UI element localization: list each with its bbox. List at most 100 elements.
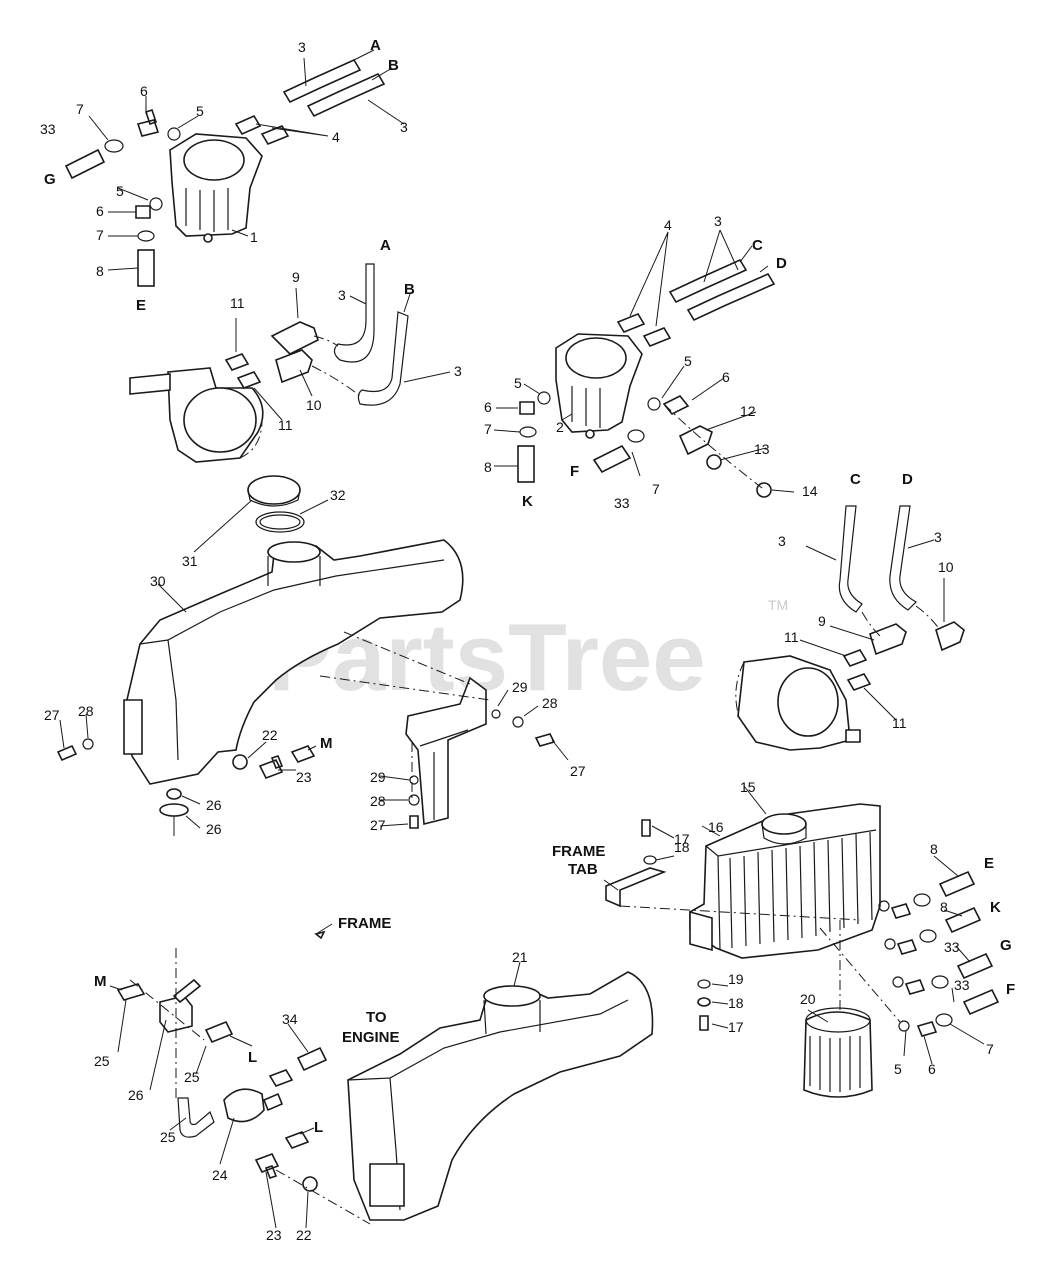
nut-19 bbox=[697, 979, 711, 989]
callout-c68: 17 bbox=[674, 831, 690, 847]
bolt-27-lower bbox=[409, 815, 419, 829]
washer-28-bracket bbox=[512, 716, 524, 728]
o-ring-5-filter bbox=[898, 1020, 910, 1032]
callout-c87: M bbox=[94, 973, 107, 990]
leaders-left-motor bbox=[235, 287, 451, 421]
leaders-right-pump bbox=[493, 229, 795, 493]
callout-c16: E bbox=[136, 297, 146, 314]
oil-filter-20 bbox=[803, 1011, 873, 1098]
tank-neck-30 bbox=[267, 541, 321, 563]
callout-c74: K bbox=[990, 899, 1001, 916]
elbow-6-lower bbox=[135, 205, 151, 219]
hose-c-right bbox=[838, 505, 863, 613]
annotation-frame: FRAME bbox=[338, 915, 391, 932]
callout-c19: 3 bbox=[338, 287, 346, 303]
fitting-22-tank bbox=[232, 754, 248, 770]
callout-c21: 11 bbox=[230, 295, 245, 311]
callout-c52: 11 bbox=[784, 629, 799, 645]
clamp-7-right bbox=[519, 426, 537, 438]
filter-housing-16 bbox=[605, 803, 1000, 1098]
callout-c29: 5 bbox=[514, 375, 522, 391]
callout-c46: C bbox=[850, 471, 861, 488]
callout-c58: 27 bbox=[44, 707, 60, 723]
callout-c20: B bbox=[404, 281, 415, 298]
callout-c89: 26 bbox=[128, 1087, 144, 1103]
nut-29-lower bbox=[409, 775, 419, 785]
callout-c45: 30 bbox=[150, 573, 166, 589]
motor-assembly-right bbox=[735, 505, 965, 751]
hose-fitting-3b bbox=[306, 72, 386, 118]
callout-c37: 8 bbox=[484, 459, 492, 475]
hose-8-top bbox=[137, 249, 155, 287]
bolt-27-bracket bbox=[534, 733, 556, 747]
motor-assembly-left bbox=[129, 263, 409, 463]
callout-c42: 14 bbox=[802, 483, 818, 499]
annotation-frame-tab-2: TAB bbox=[568, 861, 598, 878]
hose-33-top bbox=[64, 148, 106, 180]
filter-cap-15 bbox=[761, 813, 807, 835]
callout-c12: 6 bbox=[96, 203, 104, 219]
hose-33-f bbox=[962, 988, 1000, 1016]
callout-c34: 7 bbox=[484, 421, 492, 437]
elbow-9-left bbox=[270, 321, 319, 355]
callout-c93: 25 bbox=[160, 1129, 176, 1145]
pump-assembly-right bbox=[517, 258, 776, 498]
callout-c60: M bbox=[320, 735, 333, 752]
clamp-7-right-b bbox=[627, 429, 645, 443]
callout-c32: 6 bbox=[722, 369, 730, 385]
elbow-10-left bbox=[275, 349, 313, 384]
hose-25-lower bbox=[177, 1097, 215, 1138]
callout-c31: 6 bbox=[484, 399, 492, 415]
fitting-4a bbox=[234, 114, 262, 136]
callout-c24: 11 bbox=[278, 417, 293, 433]
callout-c54: 29 bbox=[512, 679, 528, 695]
callout-c81: 17 bbox=[728, 1019, 744, 1035]
callout-c57: 28 bbox=[78, 703, 94, 719]
callout-c40: 33 bbox=[614, 495, 630, 511]
bolt-17-top bbox=[641, 819, 651, 837]
hose-fitting-3a bbox=[282, 58, 362, 104]
hydraulic-tank-30 bbox=[56, 475, 464, 836]
callout-c50: 10 bbox=[938, 559, 954, 575]
callout-c71: 8 bbox=[930, 841, 938, 857]
grommet-26a bbox=[166, 788, 182, 800]
clamp-7-lower bbox=[137, 230, 155, 242]
washer-18-top bbox=[643, 855, 657, 865]
elbow-9-right bbox=[869, 623, 907, 656]
bracket-12 bbox=[678, 425, 713, 456]
callout-c77: 33 bbox=[954, 977, 970, 993]
callout-c04: 3 bbox=[400, 119, 408, 135]
frame-tab bbox=[605, 867, 667, 908]
fitting-11d-right bbox=[846, 673, 872, 691]
hose-33-g bbox=[956, 952, 994, 980]
cap-14 bbox=[756, 482, 772, 498]
washer-28-left bbox=[82, 738, 94, 750]
elbow-6-top bbox=[136, 108, 160, 137]
leaders-filter bbox=[603, 785, 985, 1065]
callout-c11: 5 bbox=[116, 183, 124, 199]
fitting-l-mid bbox=[204, 1020, 234, 1044]
callout-c02: A bbox=[370, 37, 381, 54]
gasket-32 bbox=[255, 511, 305, 533]
callout-c23: 10 bbox=[306, 397, 322, 413]
fitting-22-bottom bbox=[302, 1176, 318, 1192]
callout-c17: 9 bbox=[292, 269, 300, 285]
fitting-4c bbox=[616, 313, 646, 333]
callout-c18: A bbox=[380, 237, 391, 254]
tank-body-21 bbox=[347, 971, 654, 1221]
leaders-bottom bbox=[109, 961, 521, 1229]
callout-c25: 4 bbox=[664, 217, 672, 233]
elbow-6-right bbox=[662, 394, 690, 416]
annotation-to-engine-2: ENGINE bbox=[342, 1029, 400, 1046]
fitting-34 bbox=[296, 1046, 328, 1072]
grommet-26b bbox=[159, 803, 189, 817]
supply-line bbox=[116, 948, 328, 1138]
callout-c86: 21 bbox=[512, 949, 528, 965]
callout-c70: 18 bbox=[674, 839, 690, 855]
callout-c14: 1 bbox=[250, 229, 258, 245]
callout-c73: 8 bbox=[940, 899, 948, 915]
callout-c95: L bbox=[314, 1119, 323, 1136]
hose-8-right bbox=[517, 445, 535, 483]
